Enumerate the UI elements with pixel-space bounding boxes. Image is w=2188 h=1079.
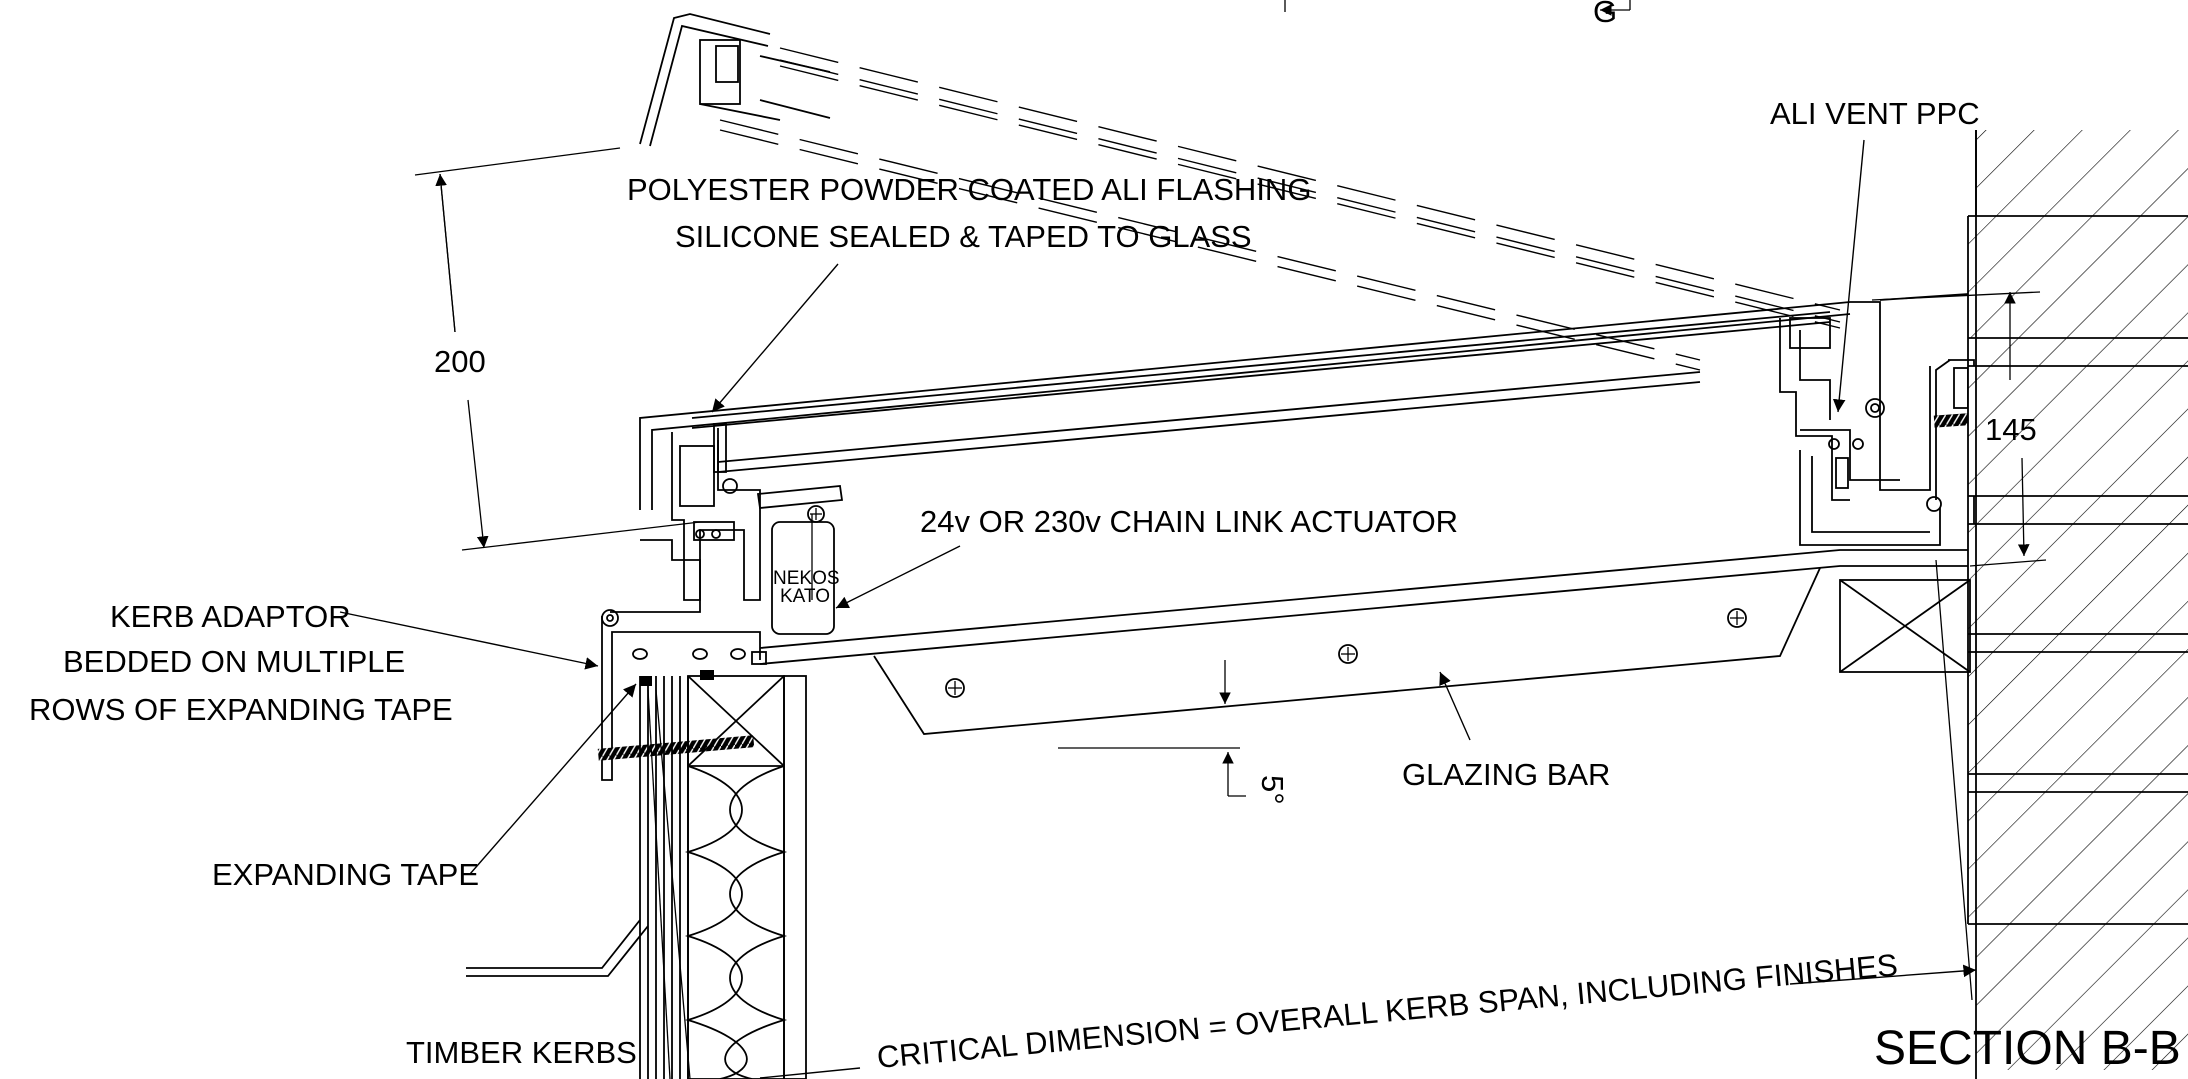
flashing-callout: POLYESTER POWDER COATED ALI FLASHING SIL… [627,172,1311,413]
dimension-145-label: 145 [1985,412,2037,447]
critical-dimension: CRITICAL DIMENSION = OVERALL KERB SPAN, … [759,947,1977,1079]
chain-actuator: NEKOS KATO 24v OR 230v CHAIN LINK ACTUAT… [756,485,1458,635]
dimension-145: 145 [1871,291,2047,567]
actuator-label: 24v OR 230v CHAIN LINK ACTUATOR [920,504,1458,539]
kerb-adaptor-callout: KERB ADAPTOR BEDDED ON MULTIPLE ROWS OF … [29,599,599,727]
flashing-label-line2: SILICONE SEALED & TAPED TO GLASS [675,219,1252,254]
dimension-200: 200 [414,147,701,551]
section-marker: G [1284,0,1631,29]
actuator-brand-line2: KATO [780,586,830,607]
timber-kerbs-label: TIMBER KERBS [406,1035,637,1070]
section-title: SECTION B-B [1874,1022,2181,1075]
open-vent-outline [639,13,1841,371]
kerb-adaptor-line3: ROWS OF EXPANDING TAPE [29,692,453,727]
brick-wall [1967,130,2188,1079]
section-marker-label: G [1593,0,1617,29]
timber-block [1839,559,1973,1001]
angle-5: 5° [1058,660,1290,805]
flashing-label-line1: POLYESTER POWDER COATED ALI FLASHING [627,172,1311,207]
expanding-tape-label: EXPANDING TAPE [212,857,479,892]
closed-vent [601,293,1975,781]
critical-dimension-label: CRITICAL DIMENSION = OVERALL KERB SPAN, … [875,947,1899,1075]
timber-kerb: TIMBER KERBS [406,675,807,1079]
glazing-bar-label: GLAZING BAR [1402,757,1610,792]
expanding-tape-callout: EXPANDING TAPE [212,683,637,892]
angle-label: 5° [1255,775,1290,805]
kerb-adaptor-line2: BEDDED ON MULTIPLE [63,644,405,679]
kerb-adaptor-line1: KERB ADAPTOR [110,599,351,634]
ali-vent-callout: ALI VENT PPC [1770,96,1980,413]
ali-vent-label: ALI VENT PPC [1770,96,1980,131]
actuator-brand-line1: NEKOS [773,568,840,589]
dimension-200-label: 200 [434,344,486,379]
glazing-bar: GLAZING BAR [759,549,1973,792]
kerb-screw [597,735,755,761]
